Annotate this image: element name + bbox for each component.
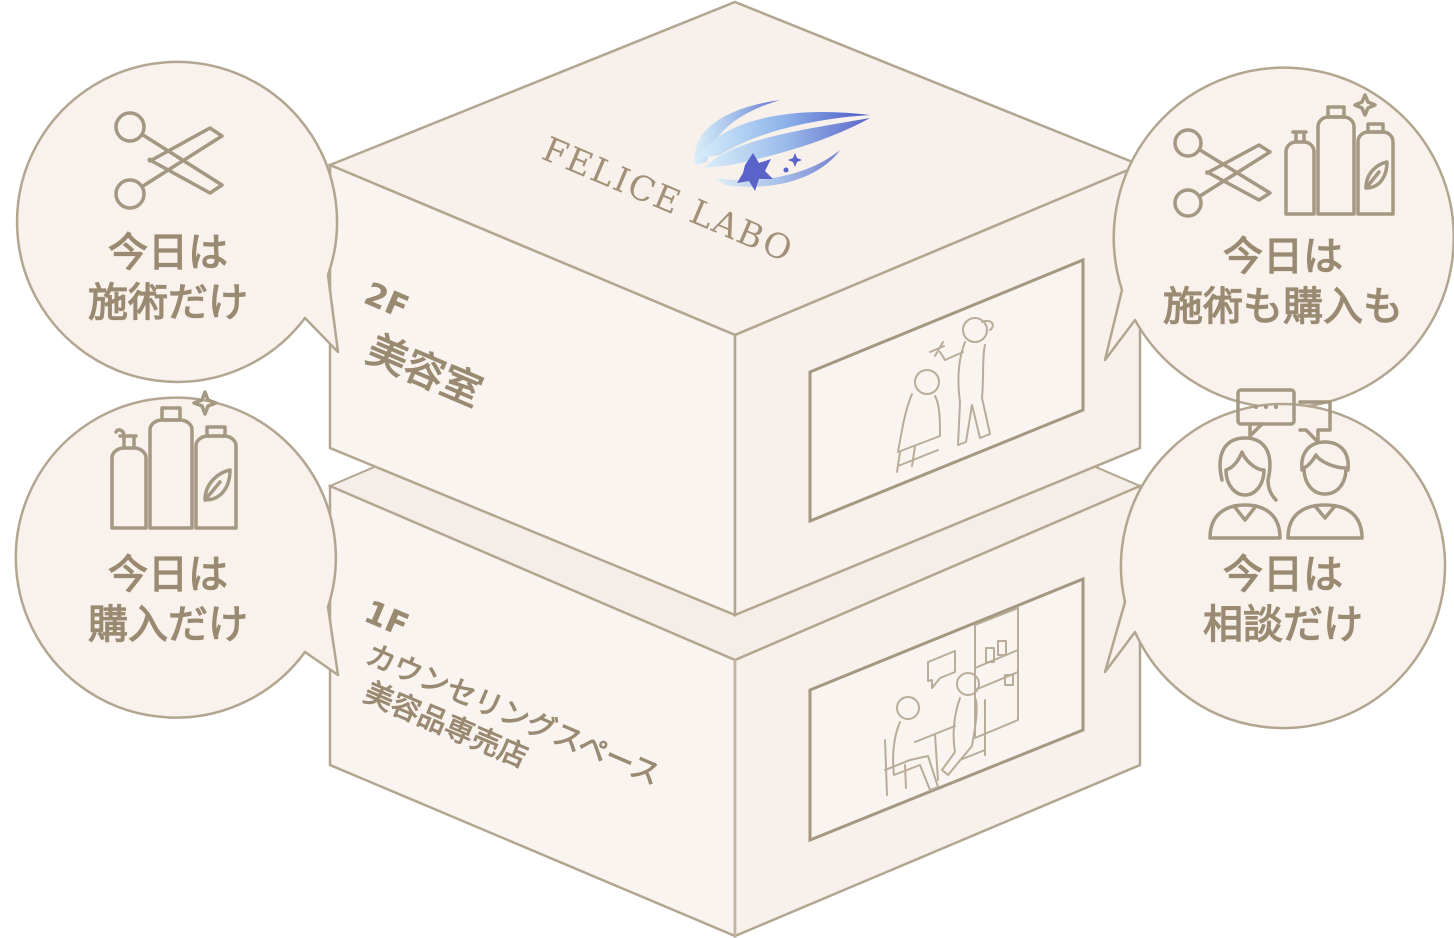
scissors-icon <box>114 111 224 210</box>
hairdresser-icon <box>896 317 994 473</box>
bubble-top-right-line1: 今日は <box>1223 234 1343 280</box>
bubble-top-right-line2: 施術も購入も <box>1163 284 1403 330</box>
second-floor-box <box>326 0 1144 617</box>
scissors-and-bottles-icon <box>1173 93 1395 218</box>
bubble-bottom-right: 今日は 相談だけ <box>1103 388 1447 730</box>
bubble-top-left-line2: 施術だけ <box>88 280 248 326</box>
bubble-bottom-left-line2: 購入だけ <box>88 602 248 648</box>
bubble-top-left: 今日は 施術だけ <box>15 60 340 384</box>
bubble-top-right: 今日は 施術も購入も <box>1103 66 1454 409</box>
bubble-bottom-left: 今日は 購入だけ <box>14 390 340 719</box>
bubble-bottom-right-line1: 今日は <box>1223 552 1343 598</box>
bottles-icon <box>110 390 238 530</box>
bubble-bottom-left-line1: 今日は <box>108 552 228 598</box>
bubble-top-left-line1: 今日は <box>108 230 228 276</box>
counseling-room-icon <box>884 607 1019 796</box>
consultation-icon <box>1208 388 1364 540</box>
wing-logo-icon <box>694 100 870 191</box>
bubble-bottom-right-line2: 相談だけ <box>1203 602 1363 648</box>
